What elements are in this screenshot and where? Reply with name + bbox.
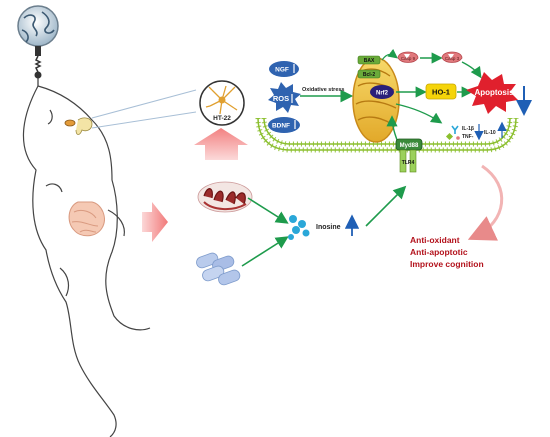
earth-globe-icon [17,5,59,86]
ros-burst-icon [268,82,301,113]
bcl2-box [357,69,381,79]
ht22-label: HT-22 [213,115,231,122]
tlr4-receptor-icon [399,149,417,173]
nrf2-badge [370,85,394,99]
oxidative-stress-label: Oxidative stress [302,87,345,93]
curved-outcome-arrow [467,164,504,241]
outcome-anti-apoptotic: Anti-apoptotic [410,247,468,257]
outcome-improve-cognition: Improve cognition [410,259,484,269]
pill-tablets-icon [196,252,241,286]
inosine-label: Inosine [316,224,341,231]
intestine-icon [68,201,105,237]
bdnf-badge [268,117,300,133]
casp3-icon [441,51,463,63]
bcl2-label: Bcl-2 [363,72,375,78]
outcome-anti-oxidant: Anti-oxidant [410,235,460,245]
myd88-box [395,138,423,151]
gut-villi-icon [197,181,253,213]
bax-label: BAX [364,58,375,64]
pink-right-arrow [142,202,168,242]
cytokine-icons [445,125,460,141]
apoptosis-label: Apoptosis [474,88,514,97]
ho1-label: HO-1 [432,88,450,97]
mouse-outline-icon [22,85,151,437]
ho1-box [425,83,457,100]
il1b-label: IL-1β [462,126,474,132]
casp9-label: Casp 9 [401,56,416,61]
tlr4-label: TLR4 [402,160,415,166]
pink-up-arrow [194,128,248,160]
ngf-badge [269,61,299,77]
inosine-molecules-icon [288,215,310,240]
il10-label: IL-10 [484,130,496,136]
apoptosis-star-icon [466,72,518,114]
casp3-label: Casp 3 [445,56,460,61]
brain-icon [64,117,93,135]
ngf-label: NGF [275,67,289,74]
ros-label: ROS [273,94,289,103]
bax-box [357,55,381,65]
casp9-icon [397,51,419,63]
tnf-label: TNF- [462,134,474,140]
myd88-label: Myd88 [400,143,419,149]
neuron-icon [199,80,245,126]
cell-membrane [255,117,519,153]
nrf2-label: Nrf2 [376,91,389,97]
bdnf-label: BDNF [272,123,290,130]
